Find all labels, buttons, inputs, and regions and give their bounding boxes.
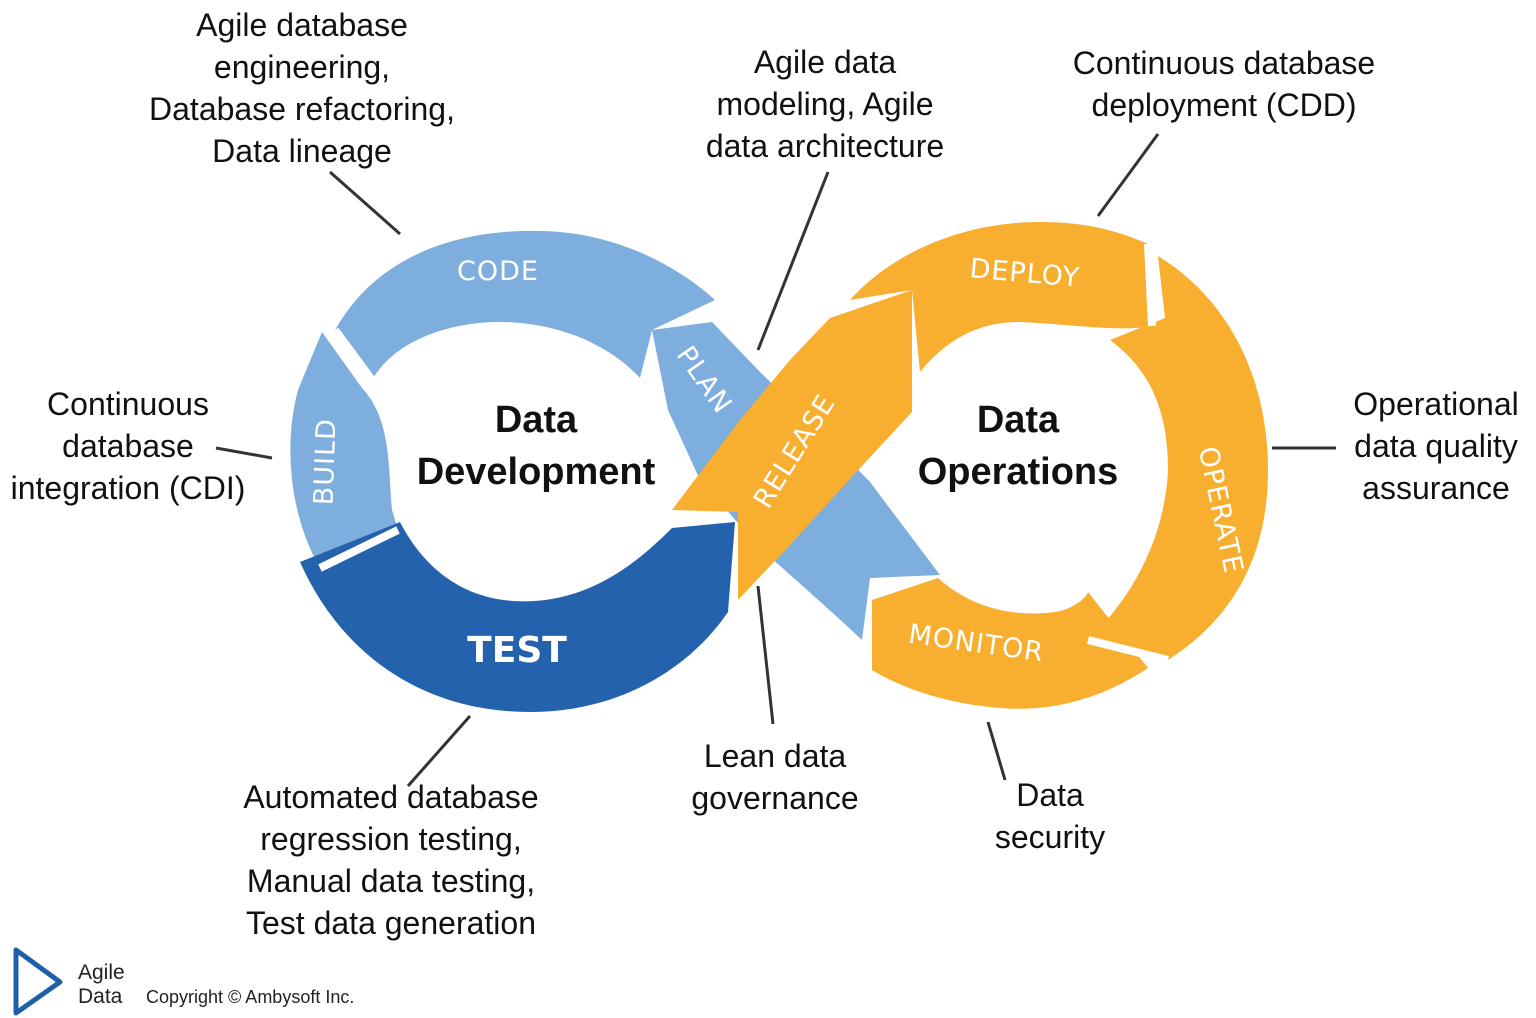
test-practices-annotation: Automated database regression testing, M… <box>243 779 538 941</box>
logo-text-line1: Agile <box>78 961 125 984</box>
plan-practice-line: Agile data <box>754 44 897 80</box>
operate-practice-line: data quality <box>1354 428 1518 464</box>
monitor-practice-line: Data <box>1016 777 1084 813</box>
data-operations-loop <box>672 222 1268 709</box>
deploy-segment <box>850 222 1152 372</box>
code-practice-line: engineering, <box>214 49 390 85</box>
build-segment <box>290 332 398 568</box>
code-stage-label: CODE <box>457 256 539 287</box>
test-practice-line: Automated database <box>243 779 538 815</box>
code-practice-line: Data lineage <box>212 133 392 169</box>
code-leader-line <box>329 170 401 236</box>
deploy-practices-annotation: Continuous database deployment (CDD) <box>1073 45 1375 123</box>
build-practice-line: integration (CDI) <box>11 470 246 506</box>
operate-practice-line: Operational <box>1353 386 1518 422</box>
release-practices-annotation: Lean data governance <box>691 738 858 816</box>
data-development-title-line2: Development <box>417 451 656 493</box>
monitor-practices-annotation: Data security <box>995 777 1105 855</box>
monitor-segment <box>872 578 1148 709</box>
release-practice-line: governance <box>691 780 858 816</box>
deploy-leader-line <box>1096 133 1160 217</box>
code-practice-line: Agile database <box>196 7 408 43</box>
monitor-practice-line: security <box>995 819 1105 855</box>
code-practice-line: Database refactoring, <box>149 91 455 127</box>
test-practice-line: Test data generation <box>246 905 536 941</box>
data-development-title-line1: Data <box>495 399 578 441</box>
build-practice-line: Continuous <box>47 386 209 422</box>
code-build-separator <box>331 327 376 383</box>
logo-text-line2: Data <box>78 985 123 1008</box>
plan-practices-annotation: Agile data modeling, Agile data architec… <box>706 44 944 164</box>
test-leader-line <box>406 715 472 787</box>
operate-practices-annotation: Operational data quality assurance <box>1353 386 1518 506</box>
build-practice-line: database <box>62 428 194 464</box>
build-leader-line <box>215 446 273 460</box>
test-segment <box>300 522 735 712</box>
plan-practice-line: modeling, Agile <box>716 86 933 122</box>
code-practices-annotation: Agile database engineering, Database ref… <box>149 7 455 169</box>
release-leader-line <box>756 585 775 725</box>
deploy-operate-separator <box>1144 243 1156 327</box>
release-practice-line: Lean data <box>704 738 847 774</box>
build-practices-annotation: Continuous database integration (CDI) <box>11 386 246 506</box>
data-operations-title-line1: Data <box>977 399 1060 441</box>
deploy-practice-line: deployment (CDD) <box>1092 87 1357 123</box>
operate-practice-line: assurance <box>1362 470 1510 506</box>
release-segment <box>672 290 912 600</box>
test-stage-label: TEST <box>467 630 567 671</box>
agile-data-logo: Agile Data <box>13 947 125 1016</box>
monitor-leader-line <box>986 721 1007 781</box>
build-stage-label: BUILD <box>308 418 342 506</box>
build-test-separator <box>318 526 400 572</box>
code-segment <box>335 230 715 380</box>
plan-leader-line <box>756 171 830 351</box>
data-operations-title-line2: Operations <box>918 451 1119 493</box>
plan-practice-line: data architecture <box>706 128 944 164</box>
play-triangle-icon <box>13 947 63 1016</box>
operate-monitor-separator <box>1087 636 1169 664</box>
copyright-text: Copyright © Ambysoft Inc. <box>146 987 354 1007</box>
test-practice-line: Manual data testing, <box>247 863 535 899</box>
test-practice-line: regression testing, <box>260 821 521 857</box>
operate-segment <box>1088 256 1268 660</box>
deploy-practice-line: Continuous database <box>1073 45 1375 81</box>
